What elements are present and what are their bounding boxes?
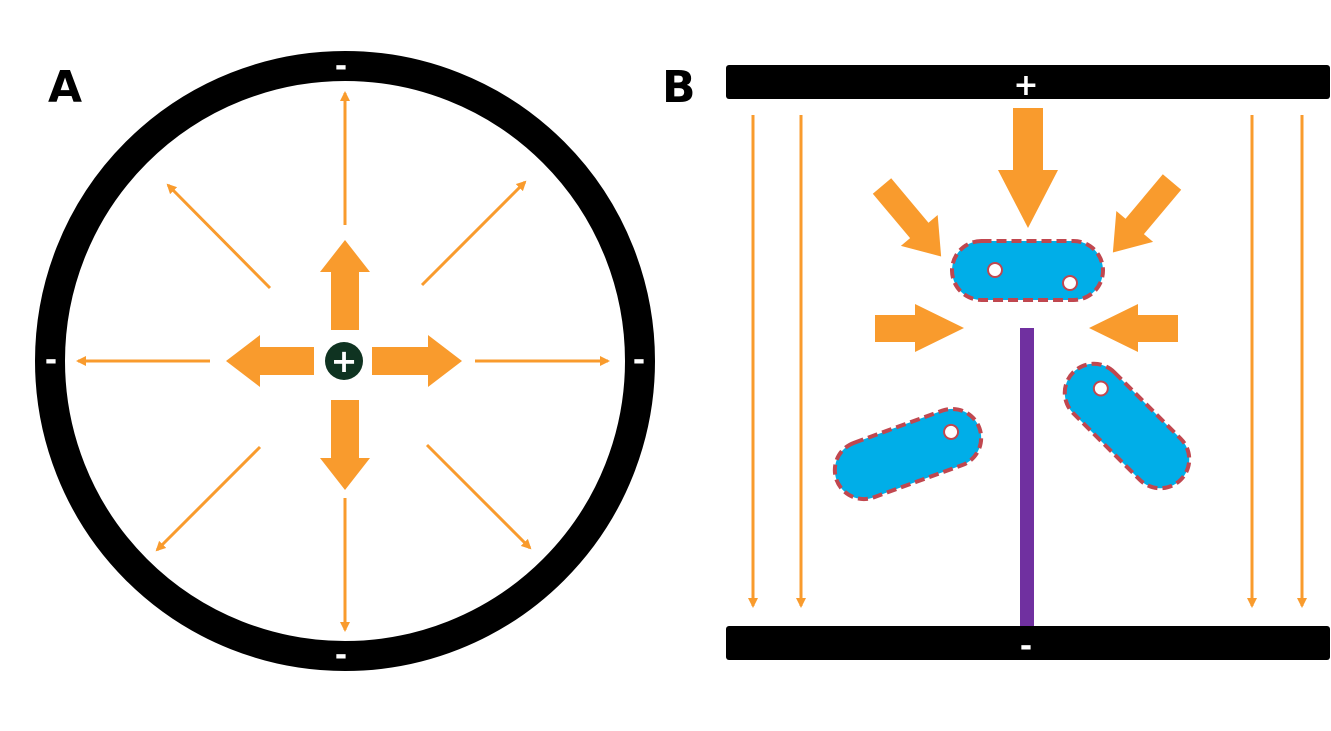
- field-line-up-left: [166, 183, 272, 290]
- force-arrows-b: [872, 108, 1182, 352]
- cell-top: [950, 239, 1105, 302]
- cell-lower-right-granule: [1092, 380, 1109, 397]
- force-arrow-right: [372, 335, 462, 387]
- top-plate: [726, 65, 1330, 99]
- center-charge: [325, 342, 363, 380]
- force-arrow-top: [998, 108, 1058, 228]
- force-arrows-a: [226, 240, 462, 490]
- field-line-up-right: [420, 180, 527, 287]
- cell-top-granule-2: [1062, 275, 1078, 291]
- ring-sign-left: -: [45, 343, 57, 378]
- panel-b-label: B: [662, 62, 696, 113]
- force-arrow-left: [875, 304, 964, 352]
- force-arrow-upper-right: [1112, 174, 1182, 253]
- panel-b: B + -: [662, 62, 1330, 664]
- field-line-down-right: [425, 443, 532, 550]
- panel-a: A - - - - +: [35, 49, 655, 673]
- force-arrow-left: [226, 335, 314, 387]
- ring-electrode: [35, 51, 655, 671]
- panel-a-label: A: [48, 62, 82, 113]
- force-arrow-upper-left: [872, 178, 942, 257]
- ring-sign-right: -: [633, 343, 645, 378]
- center-charge-sign: +: [331, 342, 358, 380]
- bottom-plate-sign: -: [1020, 629, 1032, 664]
- force-arrow-up: [320, 240, 370, 330]
- rod-electrode: [1020, 328, 1034, 626]
- field-lines-b: [748, 115, 1307, 608]
- cell-top-granule-1: [987, 262, 1003, 278]
- force-arrow-down: [320, 400, 370, 490]
- ring-sign-bottom: -: [335, 638, 347, 673]
- cell-lower-right: [1062, 361, 1192, 491]
- top-plate-sign: +: [1013, 68, 1038, 103]
- cell-lower-left-granule: [943, 423, 960, 440]
- field-lines-a: [76, 91, 610, 632]
- ring-sign-top: -: [335, 49, 347, 84]
- force-arrow-right: [1089, 304, 1178, 352]
- cell-lower-left: [832, 406, 984, 502]
- bottom-plate: [726, 626, 1330, 660]
- field-line-down-left: [155, 445, 262, 552]
